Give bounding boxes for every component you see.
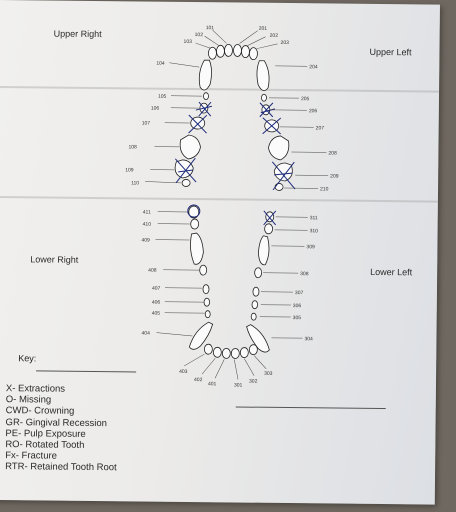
tooth-401[interactable]: [221, 347, 231, 359]
tooth-204[interactable]: [256, 60, 270, 92]
tooth-303[interactable]: [248, 344, 258, 356]
tooth-210[interactable]: [274, 183, 284, 191]
tooth-302[interactable]: [239, 347, 249, 358]
tooth-108[interactable]: [179, 134, 201, 160]
tooth-208[interactable]: [268, 135, 290, 161]
num-210: 210: [320, 186, 329, 192]
num-402: 402: [194, 377, 203, 383]
tooth-306[interactable]: [251, 300, 259, 310]
num-106: 106: [151, 106, 160, 112]
x-mark-107: [188, 114, 208, 134]
num-204: 204: [309, 64, 318, 70]
num-410: 410: [143, 222, 152, 228]
num-101: 101: [206, 25, 215, 31]
num-302: 302: [249, 379, 258, 385]
num-309: 309: [306, 244, 315, 250]
tooth-101[interactable]: [224, 43, 233, 57]
tooth-205[interactable]: [261, 93, 267, 102]
tooth-102[interactable]: [216, 44, 225, 58]
tooth-104[interactable]: [198, 59, 212, 91]
tooth-407[interactable]: [202, 284, 210, 295]
num-205: 205: [301, 96, 310, 102]
tooth-410[interactable]: [190, 218, 200, 230]
dental-chart-sheet: Upper Right Upper Left Lower Right Lower…: [0, 0, 440, 505]
key-legend: X- Extractions O- Missing CWD- Crowning …: [5, 383, 118, 474]
leader-lines: [145, 30, 329, 380]
num-201: 201: [259, 26, 268, 32]
num-406: 406: [152, 300, 161, 306]
num-208: 208: [328, 150, 337, 156]
num-203: 203: [281, 40, 290, 46]
num-202: 202: [270, 33, 279, 39]
num-206: 206: [309, 108, 318, 114]
num-306: 306: [293, 303, 302, 309]
key-item-crowning: CWD- Crowning: [5, 405, 75, 418]
num-303: 303: [264, 371, 273, 377]
x-mark-109: [174, 157, 197, 184]
num-408: 408: [148, 268, 157, 274]
key-item-gingival-recession: GR- Gingival Recession: [5, 416, 108, 429]
tooth-408[interactable]: [199, 264, 208, 276]
extraction-marks: [174, 101, 296, 226]
num-108: 108: [128, 144, 137, 150]
tooth-405[interactable]: [204, 310, 211, 319]
tooth-309[interactable]: [257, 235, 270, 266]
tooth-110[interactable]: [181, 179, 191, 187]
tooth-404[interactable]: [188, 321, 214, 350]
x-mark-207: [262, 117, 282, 135]
tooth-105[interactable]: [203, 92, 209, 101]
x-mark-106: [195, 101, 213, 117]
tooth-numbers: 101 102 103 104 105 106 107 108 109 110 …: [125, 25, 339, 388]
o-mark-411: [187, 204, 201, 218]
num-105: 105: [158, 94, 167, 100]
tooth-311[interactable]: [265, 211, 275, 223]
tooth-403[interactable]: [203, 343, 213, 355]
num-411: 411: [143, 210, 151, 216]
num-301: 301: [234, 382, 243, 388]
key-item-retained-root: RTR- Retained Tooth Root: [5, 461, 117, 474]
x-mark-209: [271, 161, 296, 191]
num-308: 308: [300, 271, 309, 277]
num-404: 404: [141, 331, 150, 337]
tooth-201[interactable]: [233, 44, 242, 57]
x-mark-206: [259, 102, 276, 118]
num-305: 305: [293, 315, 302, 321]
tooth-307[interactable]: [252, 286, 260, 297]
num-104: 104: [156, 61, 165, 67]
num-102: 102: [195, 32, 204, 38]
tooth-411[interactable]: [188, 205, 200, 219]
num-109: 109: [125, 167, 134, 173]
num-110: 110: [131, 180, 139, 186]
tooth-402[interactable]: [212, 346, 222, 358]
num-403: 403: [179, 369, 188, 375]
num-409: 409: [141, 237, 150, 243]
tooth-304[interactable]: [246, 324, 270, 353]
lower-arch: [188, 205, 275, 359]
num-311: 311: [310, 215, 318, 221]
tooth-406[interactable]: [203, 297, 211, 307]
tooth-409[interactable]: [190, 232, 204, 265]
tooth-310[interactable]: [264, 223, 274, 235]
num-207: 207: [316, 125, 325, 131]
tooth-209[interactable]: [273, 162, 293, 182]
tooth-103[interactable]: [208, 46, 217, 60]
tooth-301[interactable]: [230, 348, 240, 359]
key-title: Key:: [18, 353, 37, 364]
num-307: 307: [295, 290, 304, 296]
tooth-202[interactable]: [241, 45, 250, 58]
num-103: 103: [184, 39, 193, 45]
num-107: 107: [142, 120, 151, 126]
num-310: 310: [310, 228, 319, 234]
tooth-203[interactable]: [249, 47, 258, 61]
num-209: 209: [330, 173, 339, 179]
tooth-305[interactable]: [250, 312, 257, 321]
num-401: 401: [208, 381, 217, 387]
tooth-308[interactable]: [254, 267, 263, 279]
num-304: 304: [304, 336, 313, 342]
num-407: 407: [152, 286, 161, 292]
dental-diagram: 101 102 103 104 105 106 107 108 109 110 …: [125, 25, 339, 388]
num-405: 405: [152, 311, 161, 317]
x-mark-311: [263, 210, 277, 226]
